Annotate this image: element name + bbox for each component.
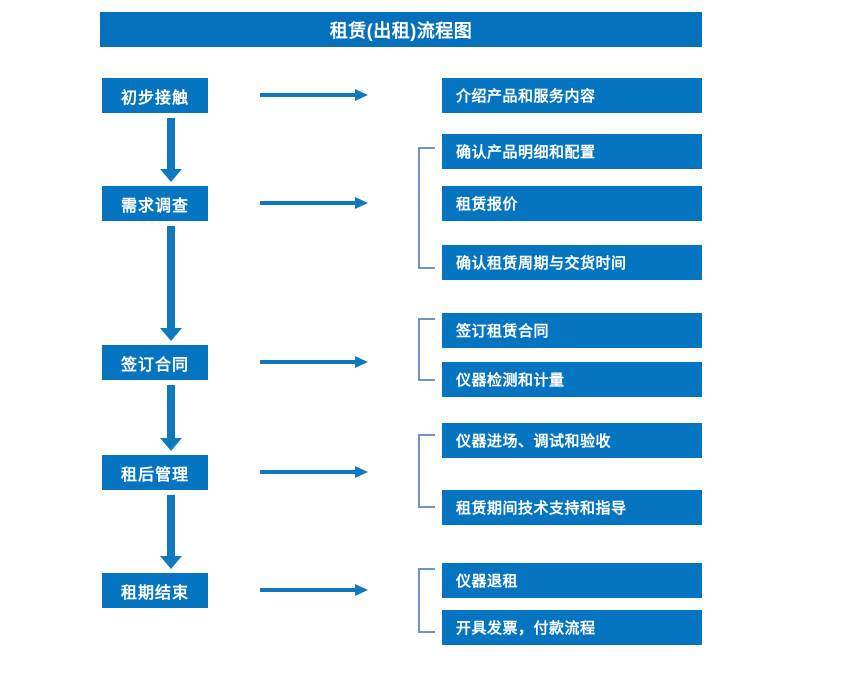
arrow-head-icon (355, 89, 368, 101)
arrow-shaft (167, 495, 175, 556)
flow-arrow-down-3 (160, 385, 182, 451)
stage-box-qiandinghetong[interactable]: 签订合同 (102, 345, 208, 380)
detail-box-5[interactable]: 签订租赁合同 (442, 313, 702, 348)
arrow-head-icon (355, 466, 368, 478)
arrow-head-icon (160, 438, 182, 451)
detail-box-7[interactable]: 仪器进场、调试和验收 (442, 423, 702, 458)
flow-arrow-down-4 (160, 495, 182, 569)
detail-box-6[interactable]: 仪器检测和计量 (442, 362, 702, 397)
detail-arrow-3 (260, 356, 368, 368)
arrow-shaft (260, 93, 356, 97)
arrow-head-icon (160, 169, 182, 182)
detail-box-9[interactable]: 仪器退租 (442, 563, 702, 598)
detail-arrow-2 (260, 197, 368, 209)
flow-arrow-down-1 (160, 118, 182, 182)
diagram-title: 租赁(出租)流程图 (100, 12, 702, 47)
group-bracket-xuqiudiaocha (418, 147, 435, 269)
detail-box-4[interactable]: 确认租赁周期与交货时间 (442, 245, 702, 280)
arrow-shaft (167, 118, 175, 169)
group-bracket-zuqijieshu (418, 568, 435, 633)
arrow-head-icon (355, 356, 368, 368)
stage-box-zuhouguanli[interactable]: 租后管理 (102, 455, 208, 490)
arrow-head-icon (355, 584, 368, 596)
stage-box-zuqijieshu[interactable]: 租期结束 (102, 573, 208, 608)
arrow-shaft (260, 470, 356, 474)
arrow-shaft (260, 360, 356, 364)
group-bracket-qiandinghetong (418, 318, 435, 381)
arrow-shaft (260, 588, 356, 592)
stage-box-xuqiudiaocha[interactable]: 需求调查 (102, 186, 208, 221)
arrow-shaft (260, 201, 356, 205)
arrow-head-icon (355, 197, 368, 209)
arrow-head-icon (160, 328, 182, 341)
arrow-shaft (167, 226, 175, 328)
arrow-shaft (167, 385, 175, 438)
arrow-head-icon (160, 556, 182, 569)
group-bracket-zuhouguanli (418, 434, 435, 508)
detail-arrow-1 (260, 89, 368, 101)
detail-arrow-5 (260, 584, 368, 596)
detail-box-3[interactable]: 租赁报价 (442, 186, 702, 221)
detail-box-1[interactable]: 介绍产品和服务内容 (442, 78, 702, 113)
detail-box-2[interactable]: 确认产品明细和配置 (442, 134, 702, 169)
detail-box-8[interactable]: 租赁期间技术支持和指导 (442, 490, 702, 525)
detail-box-10[interactable]: 开具发票，付款流程 (442, 610, 702, 645)
detail-arrow-4 (260, 466, 368, 478)
flow-arrow-down-2 (160, 226, 182, 341)
stage-box-chubujiechu[interactable]: 初步接触 (102, 78, 208, 113)
